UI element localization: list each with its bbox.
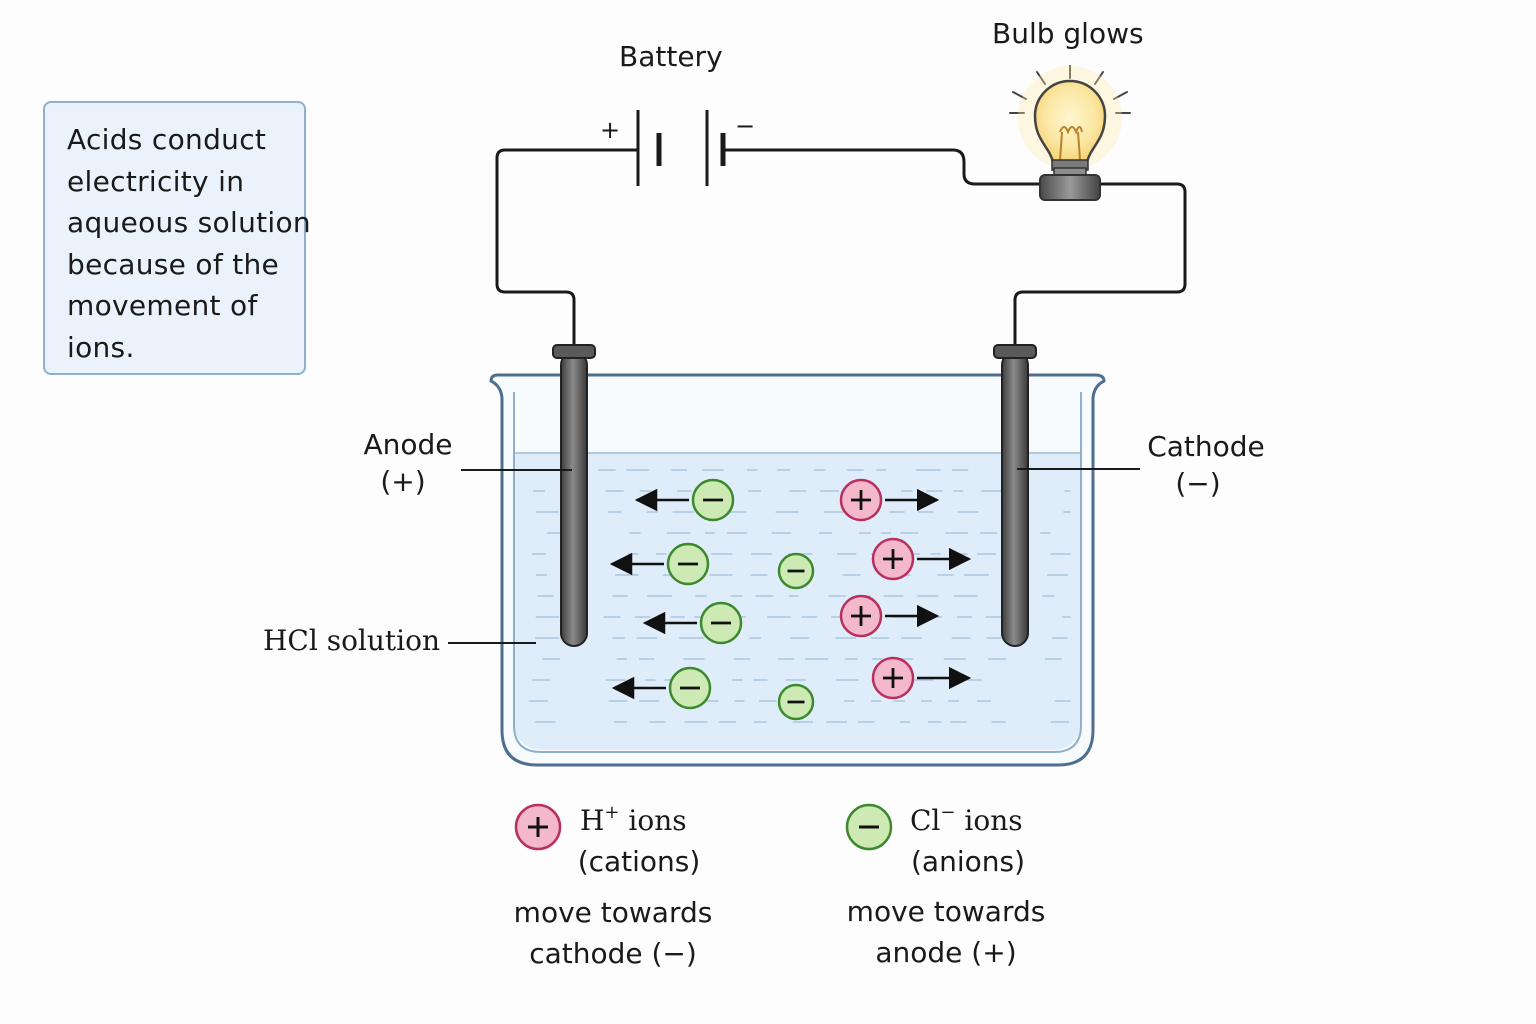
note-line: movement of [67, 289, 258, 322]
battery-label: Battery [619, 40, 723, 73]
anion-ion [691, 478, 735, 522]
lightbulb-icon [1018, 66, 1122, 201]
ions-layer [609, 478, 972, 721]
note-line: because of the [67, 247, 280, 281]
anion-legend-title: Cl− ions [910, 804, 1023, 837]
cation-element: H [580, 804, 605, 837]
bulb-label: Bulb glows [992, 17, 1144, 50]
cation-ion [871, 656, 915, 700]
anode-sign: (+) [380, 465, 426, 498]
cation-ion [871, 537, 915, 581]
cation-kind: (cations) [577, 845, 701, 878]
note-line: electricity in [67, 164, 245, 198]
battery-minus-sign: − [735, 112, 756, 140]
anode-electrode [552, 344, 596, 647]
cathode-label: Cathode [1147, 430, 1265, 463]
cation-ion [839, 478, 883, 522]
battery-symbol [636, 110, 726, 186]
cation-word: ions [628, 804, 687, 837]
anion-move-line1: move towards [846, 895, 1046, 928]
anion-ion [666, 542, 710, 586]
anion-ion [699, 601, 743, 645]
note-line: aqueous solution [67, 206, 311, 239]
solution-label: HCl solution [263, 624, 441, 657]
note-line: ions. [67, 330, 135, 364]
cathode-sign: (−) [1175, 467, 1221, 500]
cathode-electrode [993, 344, 1037, 647]
bulb-rays [1009, 65, 1131, 114]
anion-charge: − [940, 802, 956, 823]
anion-ion [668, 666, 712, 710]
anion-element: Cl [910, 804, 941, 837]
anion-ion [777, 552, 815, 590]
cation-move-line1: move towards [513, 896, 713, 929]
circuit-wire [495, 148, 1187, 345]
cation-legend-title: H+ ions [580, 804, 687, 837]
anion-move-line2: anode (+) [875, 936, 1017, 969]
solution-ripples [528, 469, 1071, 723]
anode-label: Anode [363, 428, 453, 461]
battery-plus-sign: + [600, 116, 621, 144]
anion-word: ions [964, 804, 1023, 837]
anion-ion [777, 683, 815, 721]
explanation-note: Acids conduct electricity in aqueous sol… [43, 101, 311, 375]
anion-legend-icon [845, 803, 893, 851]
cation-charge: + [604, 802, 620, 823]
note-line: Acids conduct [67, 123, 267, 156]
anion-kind: (anions) [911, 845, 1025, 878]
cation-ion [839, 594, 883, 638]
cation-legend-icon [514, 803, 562, 851]
cation-move-line2: cathode (−) [529, 937, 697, 970]
